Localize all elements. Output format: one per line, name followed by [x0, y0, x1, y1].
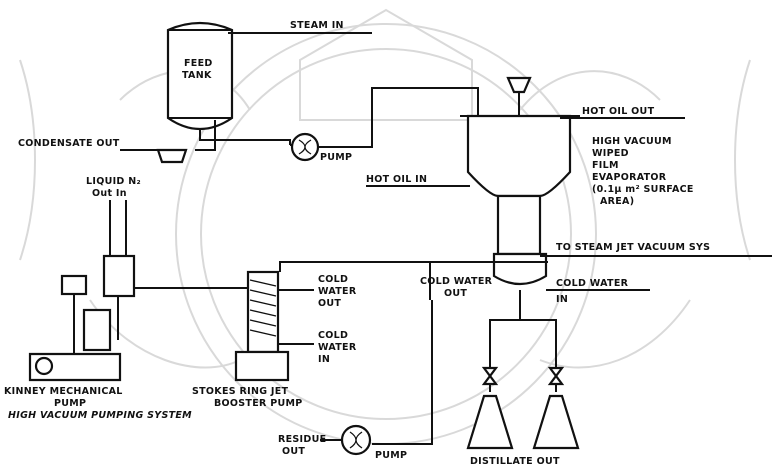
cold-water-out-1-label-1: COLD: [318, 274, 348, 285]
residue-line-1: [372, 300, 432, 444]
condensate-out-label: CONDENSATE OUT: [18, 138, 120, 149]
feed-pump: [292, 134, 318, 160]
feed-line-2: [318, 88, 478, 147]
steam-in-label: STEAM IN: [290, 20, 344, 31]
pumping-system-title: HIGH VACUUM PUMPING SYSTEM: [8, 410, 192, 421]
evaporator-label-1: HIGH VACUUM: [592, 136, 672, 147]
stokes-pump-label-2: BOOSTER PUMP: [214, 398, 303, 409]
cold-water-in-2-label-1: COLD WATER: [556, 278, 629, 289]
evaporator-label-4: EVAPORATOR: [592, 172, 667, 183]
cold-water-out-2-label-1: COLD WATER: [420, 276, 493, 287]
residue-out-label-2: OUT: [282, 446, 305, 457]
residue-pump-label: PUMP: [375, 450, 407, 461]
watermark-seal: [20, 10, 750, 444]
vapor-line: [280, 262, 496, 272]
evaporator-label-5: (0.1µ m² SURFACE: [592, 184, 694, 195]
cold-water-out-1-label-2: WATER: [318, 286, 357, 297]
cold-water-in-2-label-2: IN: [556, 294, 568, 305]
residue-pump: [342, 426, 370, 454]
cold-water-out-1-label-3: OUT: [318, 298, 341, 309]
stokes-pump-label-1: STOKES RING JET: [192, 386, 289, 397]
feed-line-1: [200, 128, 290, 145]
feed-tank-label-1: FEED: [184, 58, 213, 69]
feed-tank-label-2: TANK: [182, 70, 212, 81]
kinney-pump-label-2: PUMP: [54, 398, 86, 409]
hot-oil-out-label: HOT OIL OUT: [582, 106, 655, 117]
cold-water-in-1-label-2: WATER: [318, 342, 357, 353]
hot-oil-in-label: HOT OIL IN: [366, 174, 427, 185]
cold-water-in-1-label-1: COLD: [318, 330, 348, 341]
liquid-n2-out-in-label: Out In: [92, 188, 127, 199]
evaporator-label-3: FILM: [592, 160, 619, 171]
evaporator-label-6: AREA): [600, 196, 634, 207]
to-steam-jet-label: TO STEAM JET VACUUM SYS: [556, 242, 710, 253]
evaporator-label-2: WIPED: [592, 148, 629, 159]
distillate-receivers: [468, 290, 578, 448]
feed-pump-label: PUMP: [320, 152, 352, 163]
liquid-n2-label: LIQUID N₂: [86, 176, 141, 187]
cold-water-in-1-label-3: IN: [318, 354, 330, 365]
residue-out-label-1: RESIDUE: [278, 434, 326, 445]
kinney-pump-label-1: KINNEY MECHANICAL: [4, 386, 123, 397]
distillate-out-label: DISTILLATE OUT: [470, 456, 560, 467]
cold-water-out-2-label-2: OUT: [444, 288, 467, 299]
condensate-trap: [158, 150, 186, 162]
